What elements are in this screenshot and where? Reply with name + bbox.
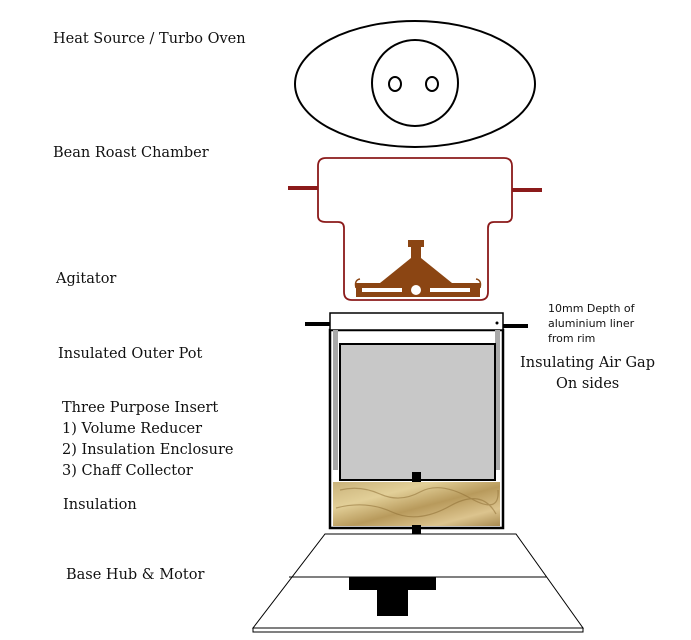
- agitator-top: [408, 240, 424, 247]
- agitator-hook-left: [354, 278, 361, 289]
- chamber-outline: [317, 157, 513, 301]
- insulation-label: Insulation: [63, 497, 137, 513]
- base-hub-motor-label: Base Hub & Motor: [66, 567, 205, 583]
- insulated-outer-pot-label: Insulated Outer Pot: [58, 346, 203, 362]
- air-gap-note-line1: Insulating Air Gap: [520, 355, 655, 371]
- insulation-texture: [335, 487, 499, 518]
- liner-marker-dot: [495, 321, 499, 325]
- pot-rim: [329, 312, 504, 331]
- turbo-oven: [294, 20, 536, 148]
- air-gap-left: [333, 330, 338, 470]
- oven-plug-hole-left: [388, 76, 402, 92]
- base-hub: [251, 533, 584, 633]
- motor-top: [349, 577, 436, 590]
- chaff-collector-label: 3) Chaff Collector: [62, 463, 193, 479]
- agitator-slot-right: [430, 288, 470, 292]
- agitator: [354, 240, 482, 297]
- insulation-fill: [333, 482, 500, 526]
- insert-peg: [412, 472, 421, 484]
- agitator-hook-right: [475, 278, 482, 289]
- agitator-hub: [411, 285, 421, 295]
- liner-depth-line3: from rim: [548, 332, 596, 345]
- liner-depth-line1: 10mm Depth of: [548, 302, 635, 315]
- bean-roast-chamber-label: Bean Roast Chamber: [53, 145, 209, 161]
- liner-depth-note: 10mm Depth of aluminium liner from rim: [548, 301, 635, 346]
- bean-roast-chamber: [288, 157, 542, 301]
- insulation-enclosure-label: 2) Insulation Enclosure: [62, 442, 234, 458]
- base-plate-bottom: [252, 627, 584, 633]
- agitator-slot-left: [362, 288, 402, 292]
- oven-inner-circle: [371, 39, 459, 127]
- oven-outer-ellipse: [294, 20, 536, 148]
- three-purpose-insert-label: Three Purpose Insert: [62, 400, 219, 416]
- air-gap-right: [495, 330, 500, 470]
- oven-plug-hole-right: [425, 76, 439, 92]
- motor-body: [377, 590, 408, 616]
- liner-depth-line2: aluminium liner: [548, 317, 635, 330]
- volume-reducer-label: 1) Volume Reducer: [62, 421, 203, 437]
- pot-bottom-peg: [412, 525, 421, 534]
- outer-pot: [305, 312, 528, 534]
- three-purpose-insert: [339, 343, 496, 481]
- agitator-label: Agitator: [56, 271, 117, 287]
- agitator-arms: [380, 258, 452, 283]
- heat-source-label: Heat Source / Turbo Oven: [53, 31, 246, 47]
- air-gap-note-line2: On sides: [556, 376, 620, 392]
